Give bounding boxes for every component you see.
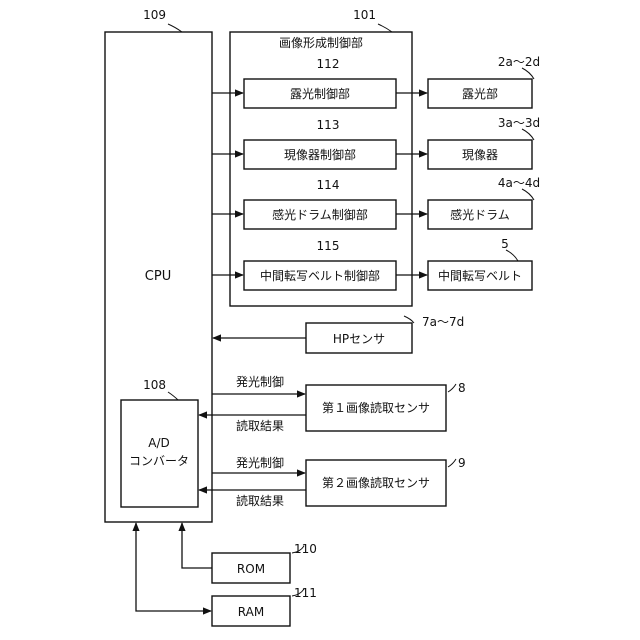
- device-developer: 現像器 3a～3d: [428, 116, 540, 169]
- device-belt-ref: 5: [501, 237, 509, 251]
- sensor-2-label: 第２画像読取センサ: [322, 475, 430, 490]
- device-drum: 感光ドラム 4a～4d: [428, 176, 540, 229]
- ram-ref: 111: [294, 586, 317, 600]
- controller-exposure-ref: 112: [317, 57, 340, 71]
- hp-sensor-ref: 7a～7d: [422, 315, 464, 329]
- sensor-1-in-label: 読取結果: [236, 418, 284, 433]
- adc-label-line2: コンバータ: [129, 454, 189, 468]
- device-exposure-ref: 2a～2d: [498, 55, 540, 69]
- device-developer-label: 現像器: [462, 148, 498, 162]
- device-belt: 中間転写ベルト 5: [428, 237, 532, 290]
- image-controller-ref: 101: [353, 8, 376, 22]
- sensor-2-ref: 9: [458, 456, 466, 470]
- rom-label: ROM: [237, 562, 265, 576]
- sensor-1-out-label: 発光制御: [236, 374, 284, 389]
- device-exposure-label: 露光部: [462, 86, 498, 101]
- controller-developer-label: 現像器制御部: [284, 147, 356, 162]
- cpu-label: CPU: [145, 269, 171, 284]
- adc-ref: 108: [143, 378, 166, 392]
- controller-belt-ref: 115: [317, 239, 340, 253]
- sensor-1-label: 第１画像読取センサ: [322, 400, 430, 415]
- sensor-2-block: 第２画像読取センサ 9 発光制御 読取結果: [199, 455, 466, 508]
- rom-block: ROM 110: [182, 523, 317, 583]
- controller-developer-ref: 113: [317, 118, 340, 132]
- adc-label-line1: A/D: [148, 436, 170, 450]
- device-developer-ref: 3a～3d: [498, 116, 540, 130]
- sensor-2-out-label: 発光制御: [236, 455, 284, 470]
- device-belt-label: 中間転写ベルト: [438, 268, 522, 283]
- hp-sensor-label: HPセンサ: [333, 332, 385, 346]
- device-drum-ref: 4a～4d: [498, 176, 540, 190]
- device-exposure: 露光部 2a～2d: [428, 55, 540, 108]
- sensor-1-ref: 8: [458, 381, 466, 395]
- device-drum-label: 感光ドラム: [450, 207, 510, 222]
- sensor-2-in-label: 読取結果: [236, 493, 284, 508]
- controller-drum-ref: 114: [317, 178, 340, 192]
- rom-ref: 110: [294, 542, 317, 556]
- ram-label: RAM: [238, 605, 264, 619]
- controller-belt-label: 中間転写ベルト制御部: [260, 268, 380, 283]
- cpu-ref: 109: [143, 8, 166, 22]
- controller-exposure-label: 露光制御部: [290, 86, 350, 101]
- image-controller-title: 画像形成制御部: [279, 35, 363, 50]
- controller-drum-label: 感光ドラム制御部: [272, 207, 368, 222]
- hp-sensor-block: HPセンサ 7a～7d: [213, 315, 464, 353]
- sensor-1-block: 第１画像読取センサ 8 発光制御 読取結果: [199, 374, 466, 433]
